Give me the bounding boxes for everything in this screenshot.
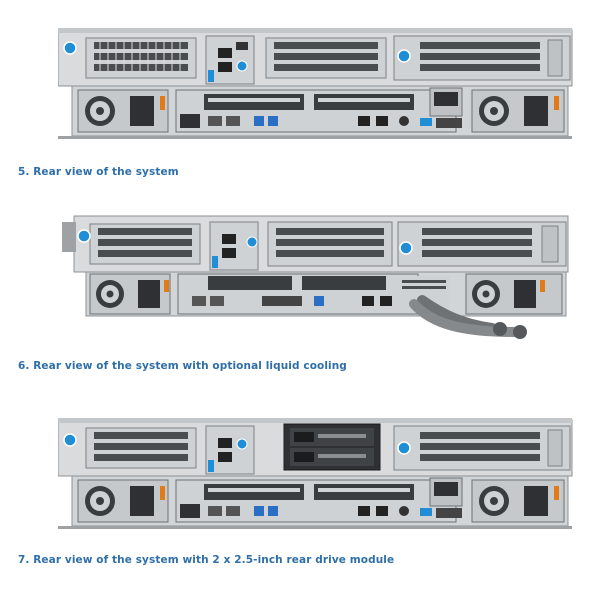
figure-caption: 7. Rear view of the system with 2 x 2.5-… [18,554,395,566]
server-rear-view-standard [58,28,573,139]
server-rear-view-rear-drive-module [58,418,573,529]
figure-caption: 6. Rear view of the system with optional… [18,360,347,372]
figure-6: 6. Rear view of the system with optional… [0,210,600,380]
figure-5: 5. Rear view of the system [0,22,600,192]
figure-caption: 5. Rear view of the system [18,166,179,178]
server-rear-view-liquid-cooling [62,215,569,339]
figure-7: 7. Rear view of the system with 2 x 2.5-… [0,412,600,582]
